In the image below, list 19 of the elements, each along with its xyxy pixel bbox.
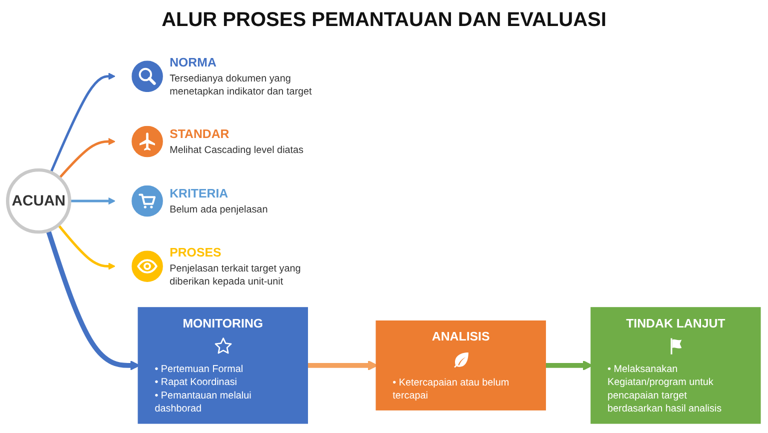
arrow (58, 138, 116, 179)
node-box: MONITORING • Pertemuan Formal • Rapat Koordinasi • Pemantauan melalui dashborad (138, 307, 308, 424)
node-label: Melihat Cascading level diatas (170, 144, 304, 156)
node-label: Belum ada penjelasan (170, 203, 268, 215)
arrow (57, 224, 116, 270)
diagram-title: ALUR PROSES PEMANTAUAN DAN EVALUASI (160, 8, 608, 33)
node-label: PROSES (170, 246, 222, 260)
arrow (50, 72, 116, 174)
node-box: TINDAK LANJUT • Melaksanakan Kegiatan/program untuk pencapaian target berdasarkan hasil analisis (590, 307, 761, 424)
node-circle: ACUAN (6, 168, 72, 234)
node-label: Tersedianya dokumen yang menetapkan indikator dan target (170, 72, 312, 97)
arrow (70, 197, 116, 205)
arrow (46, 230, 140, 371)
node-label: STANDAR (170, 128, 230, 142)
node-label: KRITERIA (170, 187, 228, 202)
node-label: NORMA (170, 56, 216, 70)
node-box: ANALISIS • Ketercapaian atau belum tercapai (376, 320, 546, 410)
arrow (308, 360, 378, 371)
node-label: Penjelasan terkait target yang diberikan kepada unit-unit (170, 262, 301, 287)
